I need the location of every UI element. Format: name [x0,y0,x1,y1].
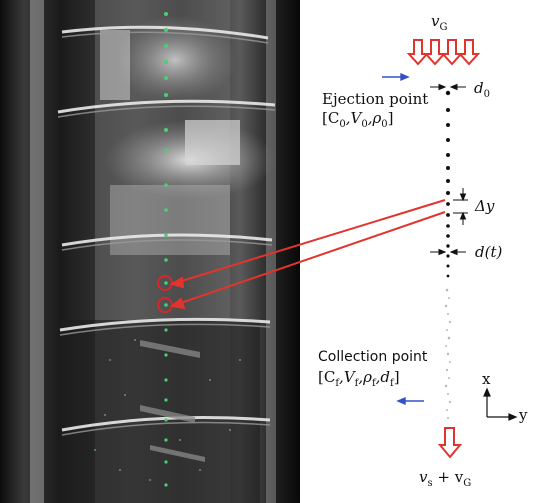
photo-light-band-2 [115,15,235,105]
gas-flow-arrow-1 [406,39,430,66]
xy-axes [483,387,518,421]
connector-arrowhead-upper [169,276,185,289]
d0-dimension [430,83,466,91]
photo-ring-shadows [57,31,276,436]
photo-bubbles [94,339,241,481]
top-velocity-label: vG [431,12,448,33]
gas-flow-arrows [406,39,481,66]
bottom-flow-arrow [437,427,463,459]
photo-light-band-3 [110,185,230,255]
dt-dimension [430,248,466,256]
photo-light-block-2 [100,30,130,100]
blue-arrow-top-head [400,72,410,82]
photo-fins [140,340,205,462]
gas-flow-arrow-4 [457,39,481,66]
photo-droplet-stream [164,12,168,487]
dt-label: d(t) [475,243,503,261]
delta-y-dimension [453,188,468,225]
connector-line-lower [174,211,446,306]
y-axis-head [508,413,518,421]
connector-arrowhead-lower [169,297,186,310]
gas-flow-arrow-3 [440,39,464,66]
red-connector-lines [169,199,446,310]
connector-line-upper [174,199,446,284]
x-axis-head [483,387,491,397]
schematic-fading-column [444,288,452,419]
ejection-point-title: Ejection point [322,90,429,108]
photo-rings [57,25,276,432]
bottom-velocity-label: vs + vG [419,468,472,489]
blue-arrows [382,72,424,406]
photo-left-rod [30,0,44,503]
x-axis-label: x [482,370,491,388]
photo-right-rod [266,0,276,503]
blue-arrow-bottom-head [396,396,406,406]
photo-light-block [185,120,240,165]
gas-flow-arrow-2 [423,39,447,66]
delta-y-label: Δy [475,197,495,215]
collection-point-title: Collection point [318,349,428,365]
y-axis-label: y [519,406,528,424]
d0-label: d0 [474,79,490,100]
ejection-point-vars: [C0,V0,ρ0] [322,109,394,130]
schematic-droplet-column [445,90,451,278]
collection-point-vars: [Cf,Vf,ρf,df] [318,368,400,389]
